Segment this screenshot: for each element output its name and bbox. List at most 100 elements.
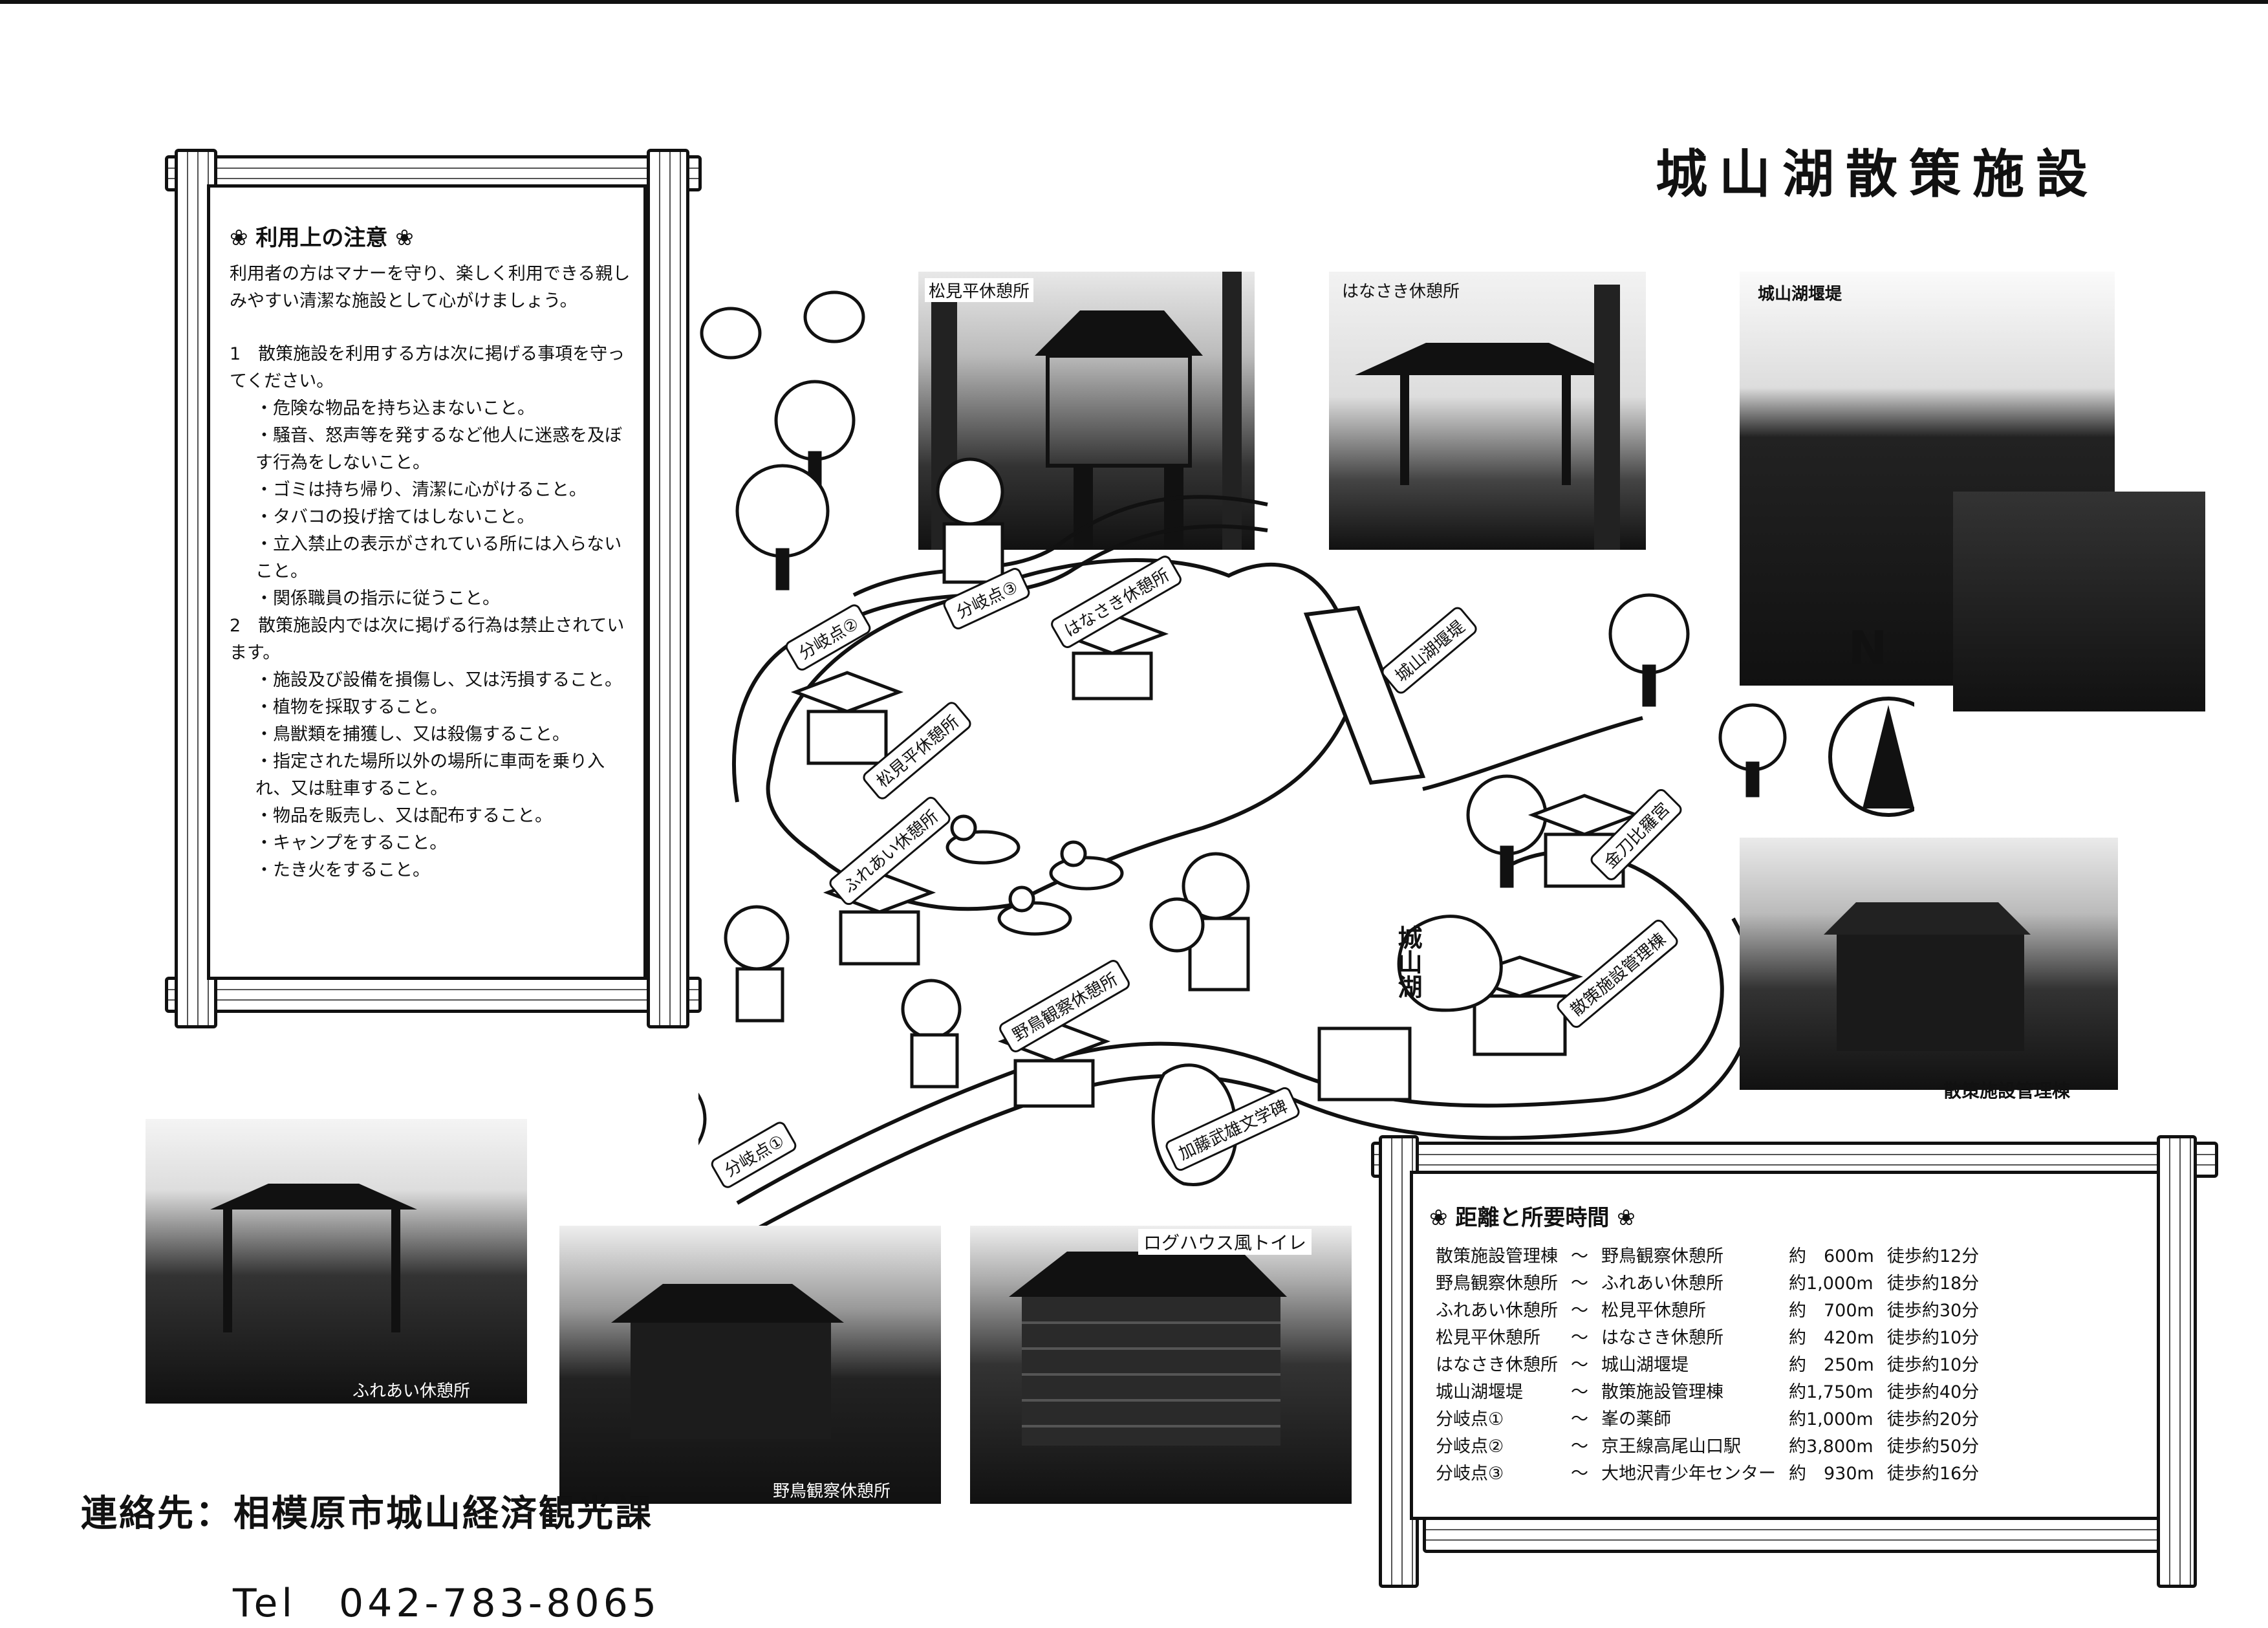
- distance-cell-dist: 約 420m: [1789, 1328, 1874, 1348]
- notice-item: ・関係職員の指示に従うこと。: [255, 589, 500, 609]
- distance-cell-to: 大地沢青少年センター: [1601, 1464, 1776, 1484]
- distance-cell-dist: 約1,750m: [1789, 1382, 1874, 1402]
- distance-cell-time: 徒歩約16分: [1886, 1464, 1980, 1484]
- photo-caption: 散策施設管理棟: [1943, 1080, 2071, 1102]
- notice-section-2: 2 散策施設内では次に掲げる行為は禁止されています。: [230, 616, 625, 663]
- photo-management: [1740, 838, 2118, 1090]
- notice-item: ・危険な物品を持ち込まないこと。: [255, 398, 535, 418]
- photo-caption: 城山湖堰堤: [1758, 285, 1842, 304]
- photo-caption: ログハウス風トイレ: [1138, 1229, 1312, 1255]
- distance-cell-time: 徒歩約30分: [1886, 1301, 1980, 1321]
- trail-path: [846, 524, 1268, 623]
- distance-cell-time: 徒歩約18分: [1886, 1274, 1980, 1294]
- distance-cell-dist: 約1,000m: [1789, 1409, 1874, 1429]
- notice-item: ・タバコの投げ捨てはしないこと。: [255, 507, 535, 527]
- contact-info: 連絡先：相模原市城山経済観光課: [81, 1493, 653, 1535]
- notice-item: ・騒音、怒声等を発するなど他人に迷惑を及ぼす行為をしないこと。: [255, 426, 622, 473]
- dam-structure: [1303, 605, 1426, 785]
- distance-cell-sep: 〜: [1571, 1355, 1588, 1375]
- flower-icon: ❀: [387, 225, 414, 251]
- photo-fureai: ふれあい休憩所: [146, 1119, 527, 1404]
- distance-cell-from: 散策施設管理棟: [1436, 1246, 1558, 1266]
- distance-cell-dist: 約3,800m: [1789, 1437, 1874, 1457]
- distance-cell-dist: 約 930m: [1789, 1464, 1874, 1484]
- distance-heading: ❀ 距離と所要時間 ❀: [1429, 1205, 1636, 1231]
- distance-cell-to: 城山湖堰堤: [1601, 1355, 1689, 1375]
- photo-toilet: [970, 1226, 1352, 1504]
- distance-cell-sep: 〜: [1571, 1437, 1588, 1457]
- distance-cell-dist: 約1,000m: [1789, 1274, 1874, 1294]
- building-illustration: [611, 1284, 844, 1439]
- photo-caption: 野鳥観察休憩所: [773, 1482, 891, 1501]
- flower-icon: ❀: [1609, 1205, 1636, 1231]
- shelter-illustration: [1355, 285, 1620, 550]
- distance-row: 散策施設管理棟〜野鳥観察休憩所 約 600m 徒歩約12分: [1429, 1243, 1985, 1270]
- distance-cell-to: 峯の薬師: [1601, 1409, 1671, 1429]
- photo-yacho: 野鳥観察休憩所: [559, 1226, 941, 1504]
- duck-icon: [945, 814, 1124, 936]
- distance-cell-time: 徒歩約12分: [1886, 1246, 1980, 1266]
- distance-cell-from: 分岐点①: [1436, 1409, 1504, 1429]
- distance-cell-time: 徒歩約20分: [1886, 1409, 1980, 1429]
- log-house-illustration: [1009, 1252, 1287, 1446]
- distance-row: 分岐点③ 〜大地沢青少年センター約 930m 徒歩約16分: [1429, 1460, 1985, 1488]
- notice-item: ・施設及び設備を損傷し、又は汚損すること。: [255, 670, 622, 690]
- notice-item: ・物品を販売し、又は配布すること。: [255, 806, 552, 826]
- compass-letter: N: [1848, 621, 1888, 675]
- tree-icon: [698, 380, 1787, 1145]
- trail-path: [852, 495, 1268, 597]
- distance-cell-dist: 約 600m: [1789, 1246, 1874, 1266]
- notice-item: ・立入禁止の表示がされている所には入らないこと。: [255, 534, 622, 581]
- notice-item: ・鳥獣類を捕獲し、又は殺傷すること。: [255, 724, 570, 744]
- distance-cell-dist: 約 700m: [1789, 1301, 1874, 1321]
- notice-section-1: 1 散策施設を利用する方は次に掲げる事項を守ってください。: [230, 344, 625, 391]
- photo-dam-2: [1953, 492, 2205, 711]
- distance-cell-dist: 約 250m: [1789, 1355, 1874, 1375]
- distance-cell-from: 松見平休憩所: [1436, 1328, 1540, 1348]
- telephone-number: Tel 042-783-8065: [233, 1581, 661, 1626]
- distance-cell-from: 分岐点②: [1436, 1437, 1504, 1457]
- distance-cell-from: 分岐点③: [1436, 1464, 1504, 1484]
- distance-cell-sep: 〜: [1571, 1274, 1588, 1294]
- distance-cell-to: 松見平休憩所: [1601, 1301, 1706, 1321]
- notice-heading: ❀ 利用上の注意 ❀: [230, 225, 414, 251]
- page-title: 城山湖散策施設: [1656, 144, 2099, 204]
- photo-hanasaki: はなさき休憩所: [1329, 272, 1646, 550]
- notice-item: ・たき火をすること。: [255, 860, 430, 880]
- trail-path: [736, 849, 1724, 1205]
- distance-cell-time: 徒歩約40分: [1886, 1382, 1980, 1402]
- distance-cell-from: ふれあい休憩所: [1436, 1301, 1558, 1321]
- building-illustration: [1824, 902, 2031, 1051]
- hiker-icon: [724, 457, 1250, 1089]
- distance-cell-time: 徒歩約10分: [1886, 1328, 1980, 1348]
- distance-cell-sep: 〜: [1571, 1464, 1588, 1484]
- distance-cell-time: 徒歩約10分: [1886, 1355, 1980, 1375]
- photo-caption: ふれあい休憩所: [352, 1382, 471, 1401]
- notice-item: ・ゴミは持ち帰り、清潔に心がけること。: [255, 480, 587, 500]
- notice-frame: ❀ 利用上の注意 ❀ 利用者の方はマナーを守り、楽しく利用できる親しみやすい清潔…: [165, 149, 702, 1028]
- distance-cell-to: 京王線高尾山口駅: [1601, 1437, 1741, 1457]
- photo-caption: はなさき休憩所: [1342, 282, 1460, 301]
- trail-path: [1422, 716, 1643, 791]
- flower-icon: ❀: [1429, 1205, 1456, 1231]
- distance-cell-sep: 〜: [1571, 1246, 1588, 1266]
- distance-cell-sep: 〜: [1571, 1301, 1588, 1321]
- distance-row: ふれあい休憩所〜松見平休憩所 約 700m 徒歩約30分: [1429, 1297, 1985, 1325]
- distance-cell-sep: 〜: [1571, 1328, 1588, 1348]
- notice-item: ・指定された場所以外の場所に車両を乗り入れ、又は駐車すること。: [255, 752, 605, 799]
- distance-cell-to: 散策施設管理棟: [1601, 1382, 1723, 1402]
- map-label-stone: 城山湖: [1394, 925, 1422, 999]
- notice-intro: 利用者の方はマナーを守り、楽しく利用できる親しみやすい清潔な施設として心がけまし…: [230, 264, 631, 311]
- photo-caption: 松見平休憩所: [925, 278, 1034, 302]
- distance-cell-from: 野鳥観察休憩所: [1436, 1274, 1558, 1294]
- north-compass-icon: [1828, 697, 1914, 817]
- bird-icon: [700, 290, 865, 360]
- distance-cell-to: 野鳥観察休憩所: [1601, 1246, 1723, 1266]
- top-border: [0, 0, 2268, 4]
